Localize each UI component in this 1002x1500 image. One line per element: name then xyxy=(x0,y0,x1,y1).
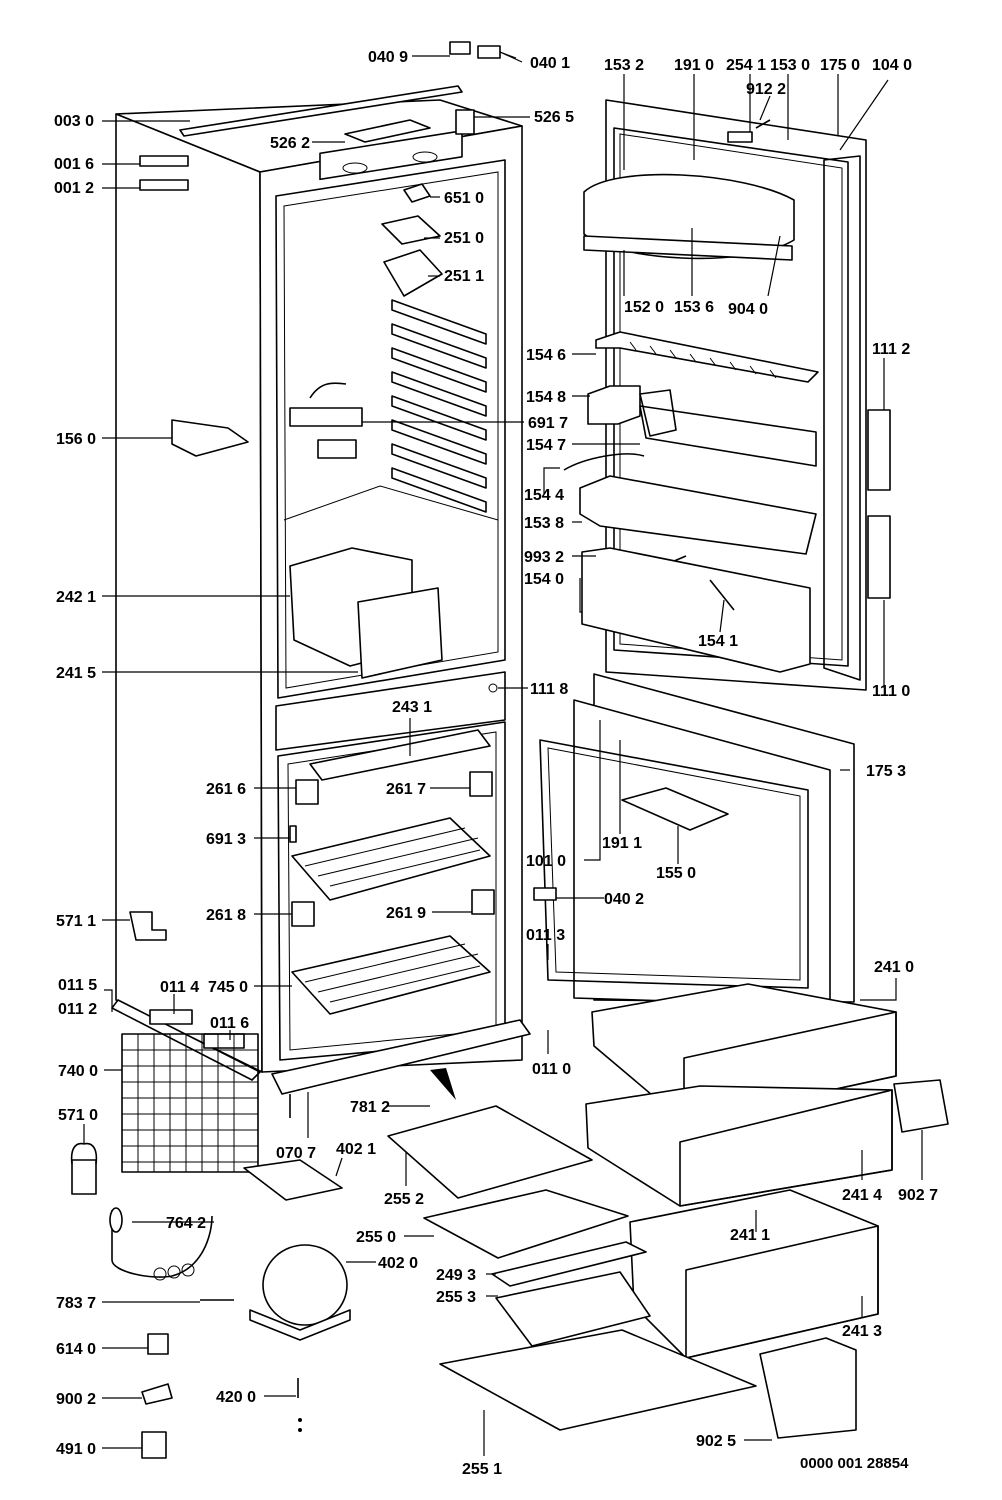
label-491-0: 491 0 xyxy=(56,1441,96,1458)
label-154-7: 154 7 xyxy=(526,437,566,454)
label-902-7: 902 7 xyxy=(898,1187,938,1204)
leader-lines xyxy=(83,51,923,1456)
label-243-1: 243 1 xyxy=(392,699,432,716)
label-040-9: 040 9 xyxy=(368,49,408,66)
label-902-5: 902 5 xyxy=(696,1433,736,1450)
label-101-0: 101 0 xyxy=(526,853,566,870)
label-255-1: 255 1 xyxy=(462,1461,502,1478)
label-900-2: 900 2 xyxy=(56,1391,96,1408)
label-153-6: 153 6 xyxy=(674,299,714,316)
label-241-3: 241 3 xyxy=(842,1323,882,1340)
label-251-0: 251 0 xyxy=(444,230,484,247)
label-526-2: 526 2 xyxy=(270,135,310,152)
label-154-1: 154 1 xyxy=(698,633,738,650)
label-153-8: 153 8 xyxy=(524,515,564,532)
label-011-3: 011 3 xyxy=(526,927,565,944)
label-001-2: 001 2 xyxy=(54,180,94,197)
label-904-0: 904 0 xyxy=(728,301,768,318)
label-175-3: 175 3 xyxy=(866,763,906,780)
label-691-7: 691 7 xyxy=(528,415,568,432)
label-070-7: 070 7 xyxy=(276,1145,316,1162)
label-011-5: 011 5 xyxy=(58,977,97,994)
label-156-0: 156 0 xyxy=(56,431,96,448)
label-571-0: 571 0 xyxy=(58,1107,98,1124)
label-191-0: 191 0 xyxy=(674,57,714,74)
label-691-3: 691 3 xyxy=(206,831,246,848)
label-152-0: 152 0 xyxy=(624,299,664,316)
label-255-2: 255 2 xyxy=(384,1191,424,1208)
label-526-5: 526 5 xyxy=(534,109,574,126)
label-249-3: 249 3 xyxy=(436,1267,476,1284)
label-153-0: 153 0 xyxy=(770,57,810,74)
label-040-2: 040 2 xyxy=(604,891,644,908)
label-111-2: 111 2 xyxy=(872,341,910,358)
label-011-4: 011 4 xyxy=(160,979,199,996)
label-003-0: 003 0 xyxy=(54,113,94,130)
upper-door xyxy=(563,99,891,691)
label-154-6: 154 6 xyxy=(526,347,566,364)
label-261-9: 261 9 xyxy=(386,905,426,922)
lower-door xyxy=(533,673,855,1007)
label-241-4: 241 4 xyxy=(842,1187,882,1204)
label-011-2: 011 2 xyxy=(58,1001,97,1018)
label-155-0: 155 0 xyxy=(656,865,696,882)
label-783-7: 783 7 xyxy=(56,1295,96,1312)
label-740-0: 740 0 xyxy=(58,1063,98,1080)
label-154-4: 154 4 xyxy=(524,487,564,504)
label-254-1: 254 1 xyxy=(726,57,766,74)
label-154-8: 154 8 xyxy=(526,389,566,406)
label-993-2: 993 2 xyxy=(524,549,564,566)
label-764-2: 764 2 xyxy=(166,1215,206,1232)
label-241-5: 241 5 xyxy=(56,665,96,682)
label-241-1: 241 1 xyxy=(730,1227,770,1244)
label-255-0: 255 0 xyxy=(356,1229,396,1246)
label-153-2: 153 2 xyxy=(604,57,644,74)
label-104-0: 104 0 xyxy=(872,57,912,74)
label-261-6: 261 6 xyxy=(206,781,246,798)
label-781-2: 781 2 xyxy=(350,1099,390,1116)
label-255-3: 255 3 xyxy=(436,1289,476,1306)
label-242-1: 242 1 xyxy=(56,589,96,606)
label-261-8: 261 8 xyxy=(206,907,246,924)
label-420-0: 420 0 xyxy=(216,1389,256,1406)
label-001-6: 001 6 xyxy=(54,156,94,173)
label-191-1: 191 1 xyxy=(602,835,642,852)
label-011-0: 011 0 xyxy=(532,1061,571,1078)
label-651-0: 651 0 xyxy=(444,190,484,207)
label-614-0: 614 0 xyxy=(56,1341,96,1358)
freezer-drawers xyxy=(585,983,949,1439)
cabinet-shelf-rails xyxy=(391,299,487,513)
label-571-1: 571 1 xyxy=(56,913,96,930)
label-011-6: 011 6 xyxy=(210,1015,249,1032)
label-154-0: 154 0 xyxy=(524,571,564,588)
part-labels: 040 9 040 1 003 0 526 5 526 2 001 6 001 … xyxy=(54,49,938,1478)
label-402-0: 402 0 xyxy=(378,1255,418,1272)
label-261-7: 261 7 xyxy=(386,781,426,798)
label-745-0: 745 0 xyxy=(208,979,248,996)
label-402-1: 402 1 xyxy=(336,1141,376,1158)
drawing-reference: 0000 001 28854 xyxy=(800,1455,909,1472)
label-040-1: 040 1 xyxy=(530,55,570,72)
label-912-2: 912 2 xyxy=(746,81,786,98)
cabinet-small-parts xyxy=(129,155,498,1015)
label-111-8: 111 8 xyxy=(530,681,568,698)
label-251-1: 251 1 xyxy=(444,268,484,285)
label-111-0: 111 0 xyxy=(872,683,910,700)
label-241-0: 241 0 xyxy=(874,959,914,976)
label-175-0: 175 0 xyxy=(820,57,860,74)
base-and-compressor xyxy=(70,999,531,1459)
glass-shelves xyxy=(387,1105,757,1431)
